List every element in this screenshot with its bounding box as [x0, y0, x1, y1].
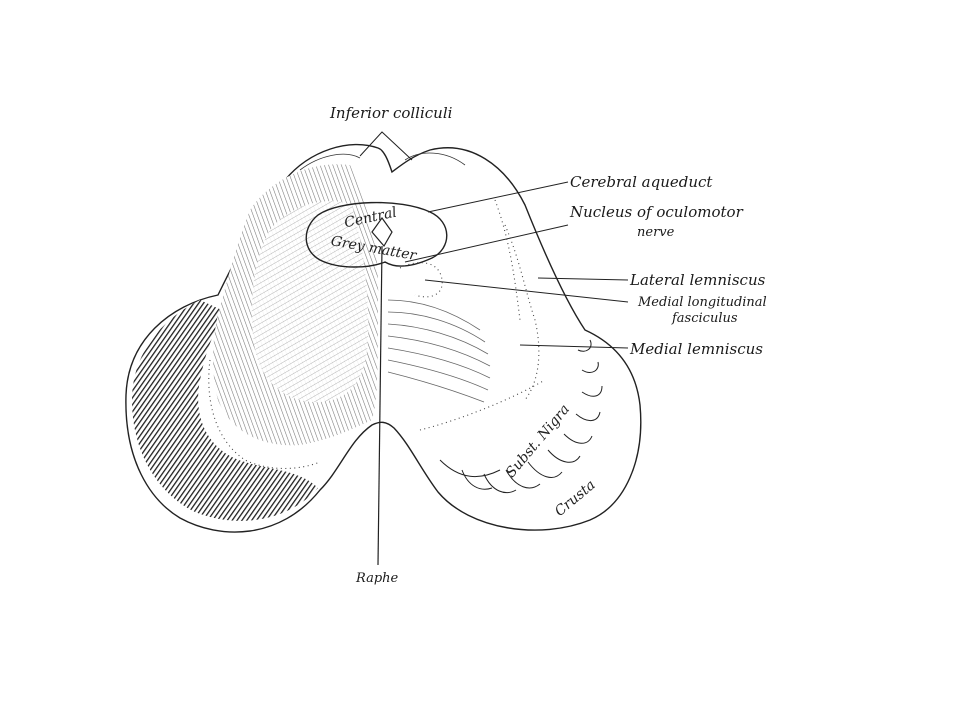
left-crusta-shading	[132, 300, 318, 521]
label-nucleus-oculomotor-1: Nucleus of oculomotor	[569, 203, 744, 221]
section-outline	[125, 143, 642, 533]
central-grey-matter-outline	[305, 201, 448, 268]
label-nucleus-oculomotor-2: nerve	[637, 225, 675, 240]
leader-lines	[359, 131, 629, 349]
label-inferior-colliculi: Inferior colliculi	[329, 104, 453, 122]
oculomotor-nucleus-dotted	[399, 262, 443, 298]
right-striations	[387, 299, 491, 403]
cerebral-aqueduct-shape	[371, 216, 393, 248]
left-nigra-dots	[208, 359, 321, 469]
label-cerebral-aqueduct: Cerebral aqueduct	[570, 173, 713, 191]
subst-nigra-dotted	[419, 379, 546, 431]
label-medial-lemniscus: Medial lemniscus	[629, 340, 763, 358]
raphe-line	[377, 245, 383, 566]
label-crusta: Crusta	[552, 477, 599, 520]
label-raphe: Raphe	[355, 571, 399, 586]
label-subst-nigra: Subst. Nigra	[503, 402, 573, 481]
right-crusta-fringe	[439, 339, 603, 494]
label-medial-longitudinal-2: fasciculus	[671, 311, 738, 326]
label-medial-longitudinal-1: Medial longitudinal	[637, 295, 767, 310]
medial-lemniscus-dotted	[494, 199, 521, 321]
lateral-lemniscus-dotted	[504, 224, 540, 401]
left-inner-shading	[251, 201, 369, 403]
label-lateral-lemniscus: Lateral lemniscus	[629, 271, 766, 289]
